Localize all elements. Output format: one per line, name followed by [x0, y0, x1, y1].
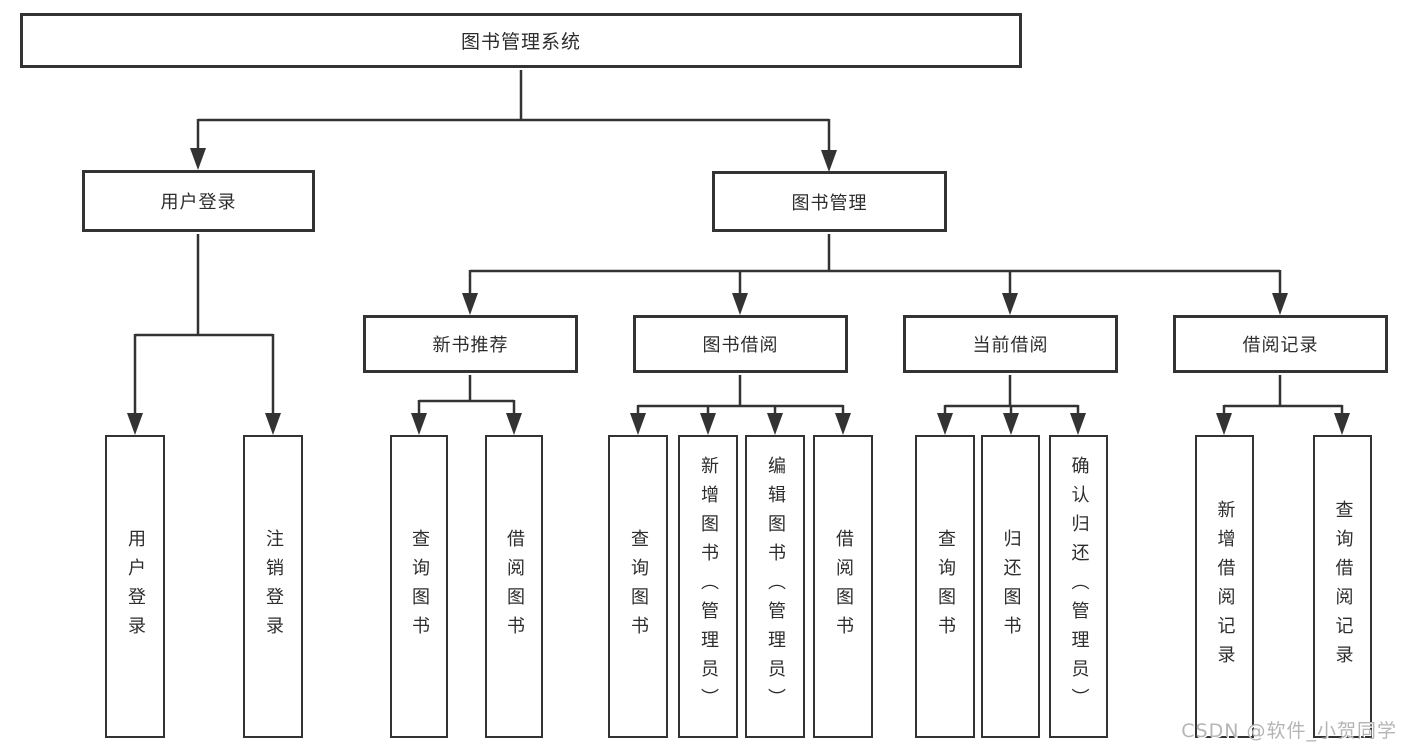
leaf-add-books-admin-label: 新增图书（管理员）	[698, 456, 719, 717]
leaf-confirm-return-admin-label: 确认归还（管理员）	[1068, 456, 1090, 717]
leaf-edit-books-admin: 编辑图书（管理员）	[745, 435, 805, 738]
leaf-query-borrow-record-label: 查询借阅记录	[1332, 499, 1354, 674]
csdn-watermark: CSDN @软件_小贺同学	[1181, 720, 1397, 742]
leaf-edit-books-admin-label: 编辑图书（管理员）	[765, 456, 786, 717]
leaf-borrow-books-recommend: 借阅图书	[485, 435, 543, 738]
leaf-borrow-books-recommend-label: 借阅图书	[504, 528, 525, 645]
node-user-login: 用户登录	[82, 170, 315, 232]
node-current-borrow: 当前借阅	[903, 315, 1118, 373]
leaf-logout: 注销登录	[243, 435, 303, 738]
leaf-confirm-return-admin: 确认归还（管理员）	[1049, 435, 1108, 738]
node-current-borrow-label: 当前借阅	[972, 335, 1049, 356]
node-book-management: 图书管理	[712, 171, 947, 232]
leaf-query-books-current-label: 查询图书	[935, 528, 956, 645]
node-user-login-label: 用户登录	[160, 192, 237, 213]
node-book-borrow: 图书借阅	[633, 315, 848, 373]
leaf-borrow-books-borrow-label: 借阅图书	[833, 528, 854, 645]
node-root-label: 图书管理系统	[460, 31, 581, 53]
leaf-return-books-label: 归还图书	[1000, 528, 1022, 645]
leaf-query-books-recommend-label: 查询图书	[409, 528, 430, 645]
leaf-query-books-borrow: 查询图书	[608, 435, 668, 738]
leaf-add-borrow-record-label: 新增借阅记录	[1214, 499, 1236, 674]
node-book-management-label: 图书管理	[791, 192, 868, 214]
node-book-borrow-label: 图书借阅	[702, 335, 779, 356]
leaf-logout-label: 注销登录	[263, 528, 284, 645]
leaf-query-books-recommend: 查询图书	[390, 435, 448, 738]
node-new-book-recommend: 新书推荐	[363, 315, 578, 373]
leaf-query-books-borrow-label: 查询图书	[628, 528, 649, 645]
node-borrow-records-label: 借阅记录	[1242, 335, 1319, 356]
leaf-user-login: 用户登录	[105, 435, 165, 738]
leaf-return-books: 归还图书	[981, 435, 1040, 738]
leaf-add-borrow-record: 新增借阅记录	[1195, 435, 1254, 738]
leaf-borrow-books-borrow: 借阅图书	[813, 435, 873, 738]
node-root-library-system: 图书管理系统	[20, 13, 1022, 68]
node-new-book-recommend-label: 新书推荐	[432, 335, 509, 356]
leaf-user-login-label: 用户登录	[125, 528, 146, 645]
leaf-query-borrow-record: 查询借阅记录	[1313, 435, 1372, 738]
node-borrow-records: 借阅记录	[1173, 315, 1388, 373]
leaf-query-books-current: 查询图书	[915, 435, 975, 738]
leaf-add-books-admin: 新增图书（管理员）	[678, 435, 738, 738]
